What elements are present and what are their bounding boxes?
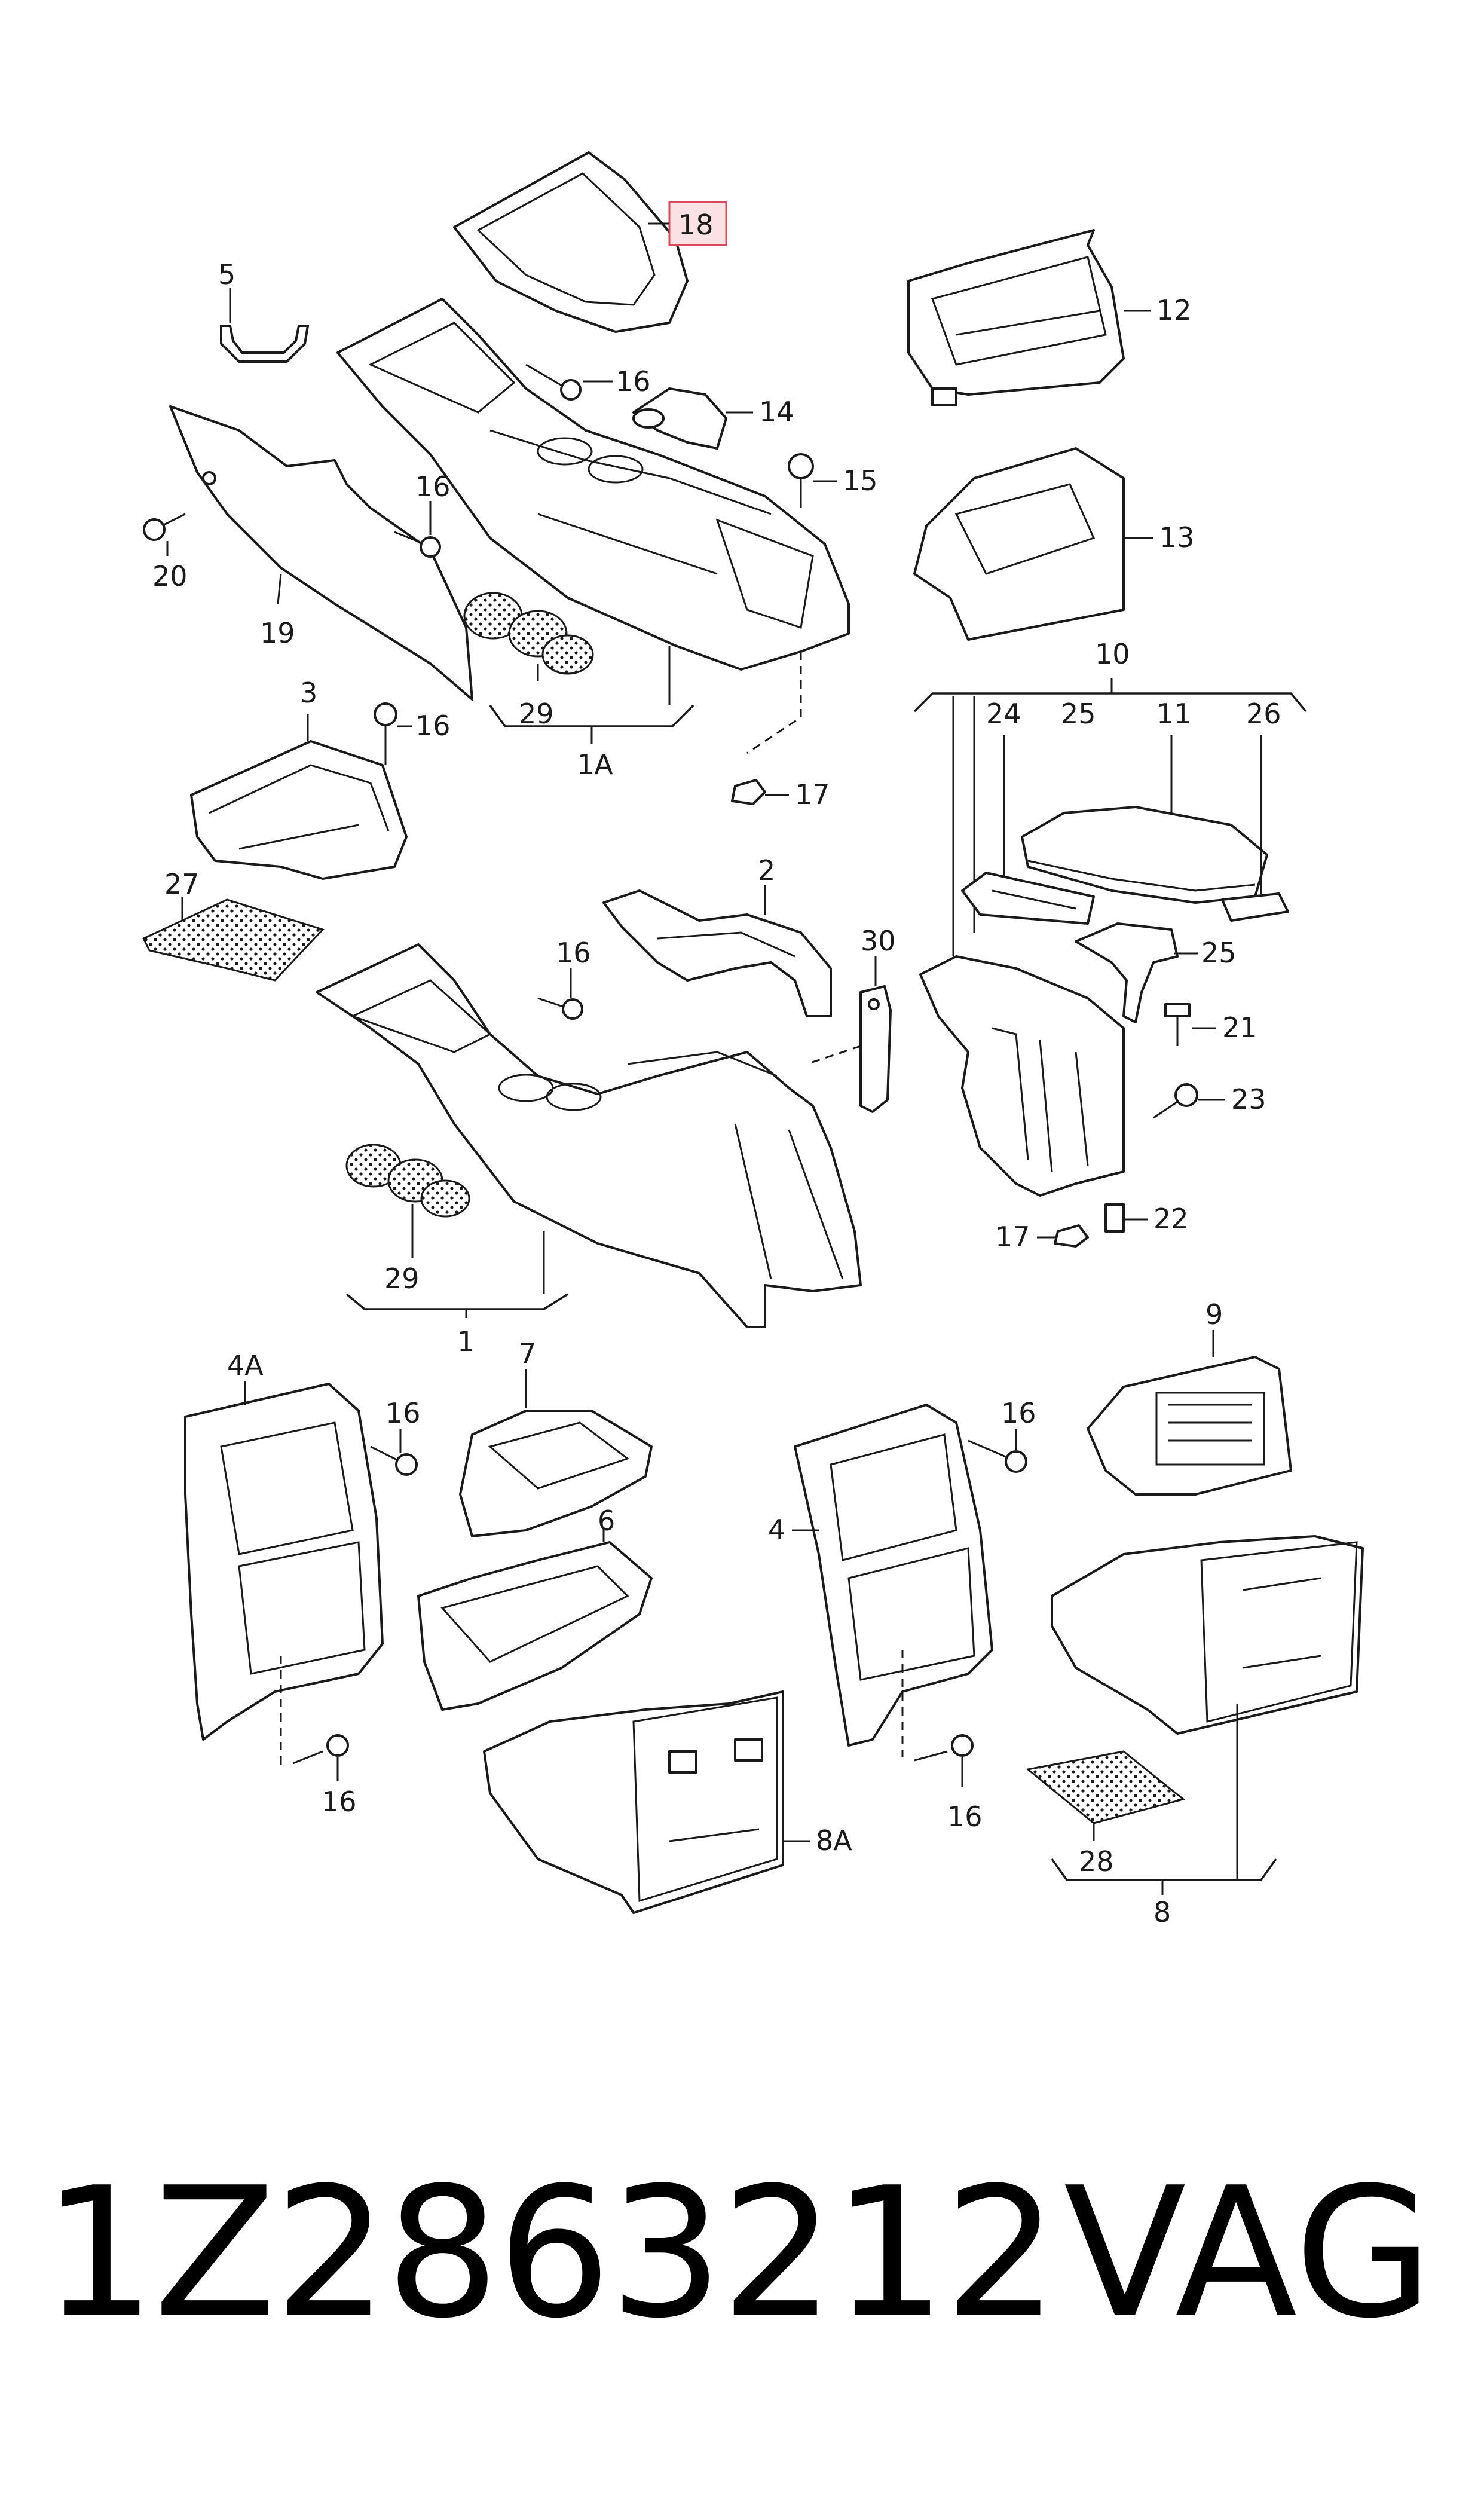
label-4: 4 (768, 1514, 785, 1546)
label-16-f: 16 (322, 1786, 357, 1818)
part-9-air-vent (1087, 1356, 1292, 1496)
part-17-clip-b (1054, 1224, 1089, 1248)
screw-20 (143, 513, 186, 541)
label-7: 7 (519, 1337, 536, 1369)
label-20: 20 (152, 560, 188, 592)
part-4A-rear-panel (184, 1383, 384, 1741)
screw-16-b (394, 531, 441, 558)
part-1A-center-console (336, 298, 850, 671)
part-27-mat (142, 898, 325, 982)
label-16-a: 16 (616, 365, 651, 398)
label-12: 12 (1156, 294, 1192, 326)
label-16-d: 16 (556, 937, 591, 969)
label-16-e: 16 (385, 1397, 421, 1429)
part-30-clip (859, 985, 892, 1113)
screw-16-d (537, 997, 583, 1020)
label-9: 9 (1205, 1298, 1223, 1331)
part-6-tray (417, 1541, 653, 1711)
part-5-clip (220, 325, 309, 363)
screw-16-f (280, 1656, 349, 1769)
part-24-panel (961, 872, 1095, 925)
label-29-a: 29 (519, 698, 554, 730)
screw-23 (1153, 1083, 1198, 1119)
part-19-side-panel (169, 405, 473, 701)
screw-16-a (525, 363, 582, 401)
label-16-g: 16 (1001, 1397, 1036, 1429)
label-2: 2 (758, 854, 775, 886)
exploded-parts-diagram: 18 12 5 1A 16 14 (142, 151, 1364, 1928)
label-13: 13 (1159, 521, 1195, 554)
label-26: 26 (1246, 698, 1281, 730)
part-10-mount-frame (919, 955, 1125, 1197)
label-16-h: 16 (947, 1800, 983, 1833)
label-17-a: 17 (795, 778, 830, 811)
label-16-c: 16 (415, 710, 451, 742)
label-1: 1 (457, 1325, 475, 1358)
screw-16-g (968, 1439, 1027, 1473)
screw-16-e (370, 1445, 418, 1476)
part-29-mats-a (463, 592, 594, 675)
part-26-pad (1221, 892, 1289, 922)
label-11: 11 (1156, 698, 1192, 730)
label-22: 22 (1153, 1203, 1189, 1235)
label-23: 23 (1231, 1083, 1266, 1115)
part-25-bracket (1075, 922, 1179, 1023)
label-21: 21 (1222, 1011, 1257, 1044)
label-8: 8 (1153, 1896, 1171, 1928)
screw-16-h (901, 1650, 974, 1762)
part-22-nut (1104, 1203, 1125, 1233)
label-27: 27 (164, 868, 200, 900)
part-3-storage-box (190, 740, 408, 880)
label-16-b: 16 (415, 470, 451, 503)
part-29-mats-b (345, 1144, 470, 1218)
part-number-text: 1Z2863212 (42, 2149, 1058, 2358)
label-25-a: 25 (1061, 698, 1096, 730)
label-6: 6 (598, 1505, 615, 1537)
label-18: 18 (678, 209, 714, 241)
label-15: 15 (843, 464, 878, 497)
part-18-trim-frame (453, 151, 689, 333)
part-11-armrest-lid (1021, 806, 1268, 904)
label-29-b: 29 (384, 1262, 420, 1295)
label-1A: 1A (577, 748, 613, 781)
label-4A: 4A (227, 1349, 264, 1381)
part-17-clip-a (731, 779, 766, 805)
part-28-mat (1026, 1750, 1186, 1824)
brand-text: VAG (1063, 2149, 1433, 2358)
label-24: 24 (986, 698, 1021, 730)
label-28: 28 (1079, 1845, 1114, 1878)
part-4-rear-panel (794, 1404, 993, 1747)
screw-16-c (374, 702, 397, 765)
part-2-duct (602, 889, 832, 1017)
label-17-b: 17 (995, 1221, 1030, 1253)
part-1-full-console (316, 943, 862, 1328)
part-14-cover (632, 387, 727, 450)
label-25-b: 25 (1201, 937, 1237, 969)
part-8-drawer-assembly (1051, 1535, 1364, 1735)
screw-21 (1164, 1003, 1191, 1046)
label-3: 3 (300, 677, 317, 709)
label-14: 14 (759, 396, 794, 428)
label-30: 30 (861, 925, 896, 957)
label-19: 19 (260, 617, 295, 649)
part-12-storage-tray (907, 229, 1125, 406)
label-10: 10 (1095, 638, 1130, 670)
part-13-tray-insert (913, 447, 1125, 641)
part-7-cup-insert (459, 1410, 653, 1537)
label-5: 5 (218, 258, 235, 291)
screw-15 (788, 453, 814, 508)
label-8A: 8A (816, 1824, 852, 1857)
part-8A-drawer (483, 1690, 784, 1914)
